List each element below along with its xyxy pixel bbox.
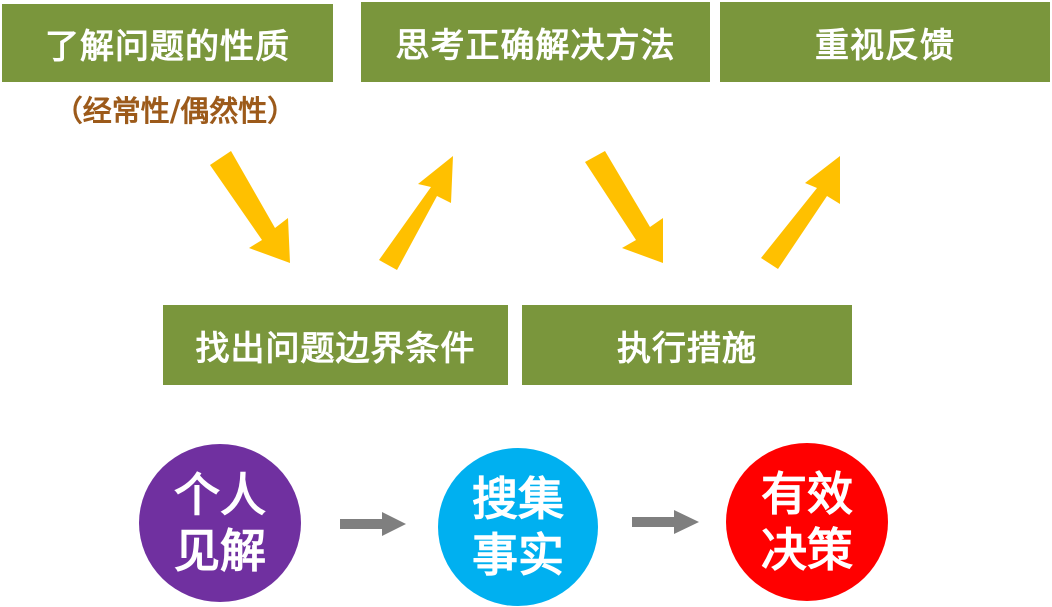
small-arrow-icon xyxy=(632,510,699,534)
circle-line: 个人 xyxy=(174,468,266,522)
step-label: 了解问题的性质 xyxy=(45,26,290,67)
circle-line: 有效 xyxy=(761,467,853,521)
circle-line: 事实 xyxy=(472,528,564,582)
step-execute-box: 执行措施 xyxy=(522,305,852,385)
problem-nature-note: （经常性/偶然性） xyxy=(53,94,297,128)
circle-line: 决策 xyxy=(761,523,853,577)
circle-line: 搜集 xyxy=(472,472,564,526)
step-label: 重视反馈 xyxy=(815,25,955,66)
arrow-down-icon xyxy=(585,151,663,263)
step-label: 思考正确解决方法 xyxy=(395,25,676,66)
gather-facts-circle: 搜集 事实 xyxy=(438,448,598,606)
step-label: 找出问题边界条件 xyxy=(195,328,476,369)
arrow-down-icon xyxy=(210,151,290,263)
step-understand-problem-box: 了解问题的性质 xyxy=(2,4,333,82)
arrow-up-icon xyxy=(761,156,840,269)
step-think-solution-box: 思考正确解决方法 xyxy=(361,2,710,82)
small-arrow-icon xyxy=(340,512,406,536)
circle-line: 见解 xyxy=(174,524,266,578)
arrow-up-icon xyxy=(379,156,453,270)
effective-decision-circle: 有效 决策 xyxy=(726,443,888,601)
step-find-boundaries-box: 找出问题边界条件 xyxy=(163,305,508,385)
personal-opinion-circle: 个人 见解 xyxy=(139,444,301,602)
step-feedback-box: 重视反馈 xyxy=(720,2,1050,82)
step-label: 执行措施 xyxy=(617,328,757,369)
